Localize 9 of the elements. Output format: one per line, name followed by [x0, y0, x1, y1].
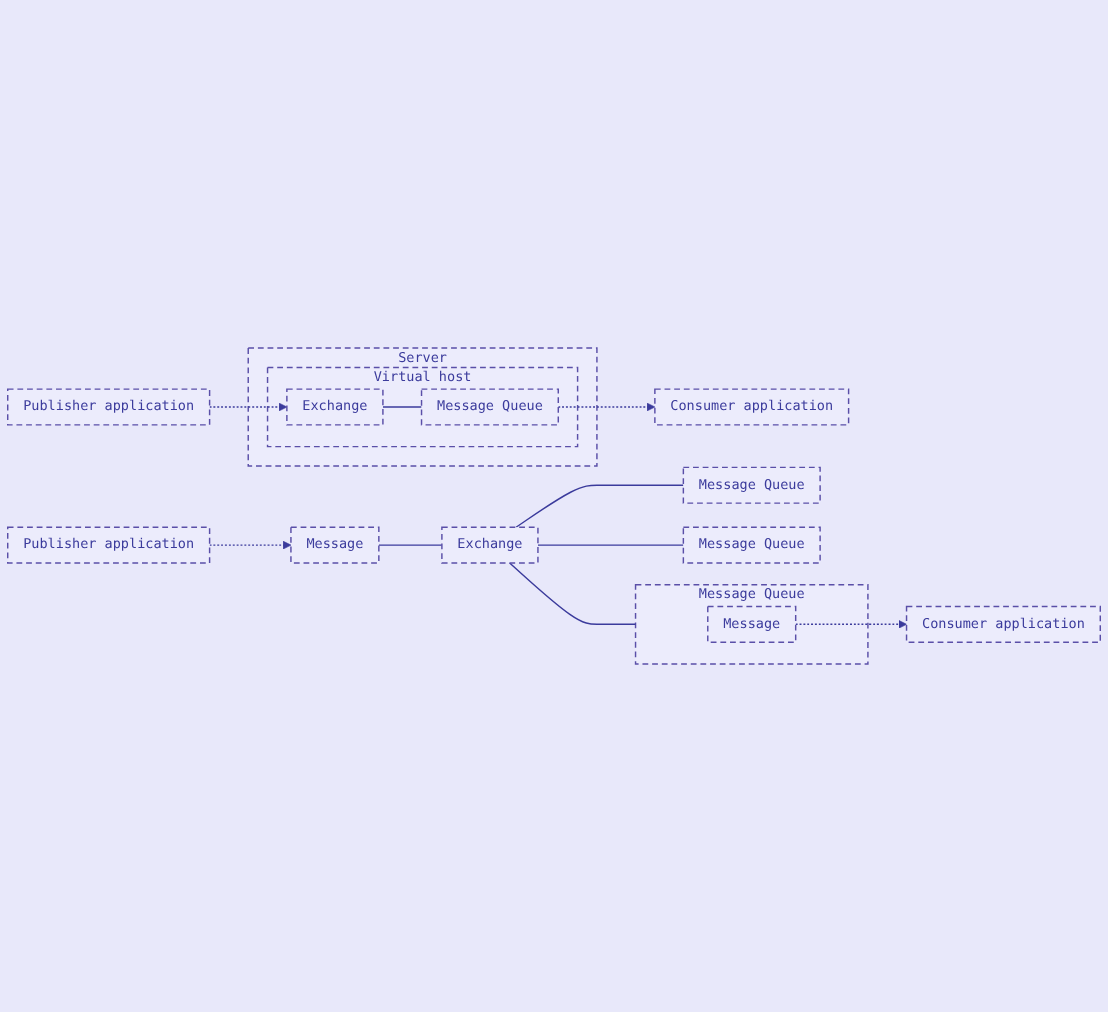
arrow [557, 402, 656, 412]
connector [537, 544, 685, 546]
arrow [208, 540, 292, 550]
arrow [794, 620, 907, 629]
arrow [208, 402, 288, 412]
connector [378, 544, 443, 546]
connector [382, 406, 423, 408]
connector [508, 562, 637, 626]
connector [515, 484, 685, 528]
